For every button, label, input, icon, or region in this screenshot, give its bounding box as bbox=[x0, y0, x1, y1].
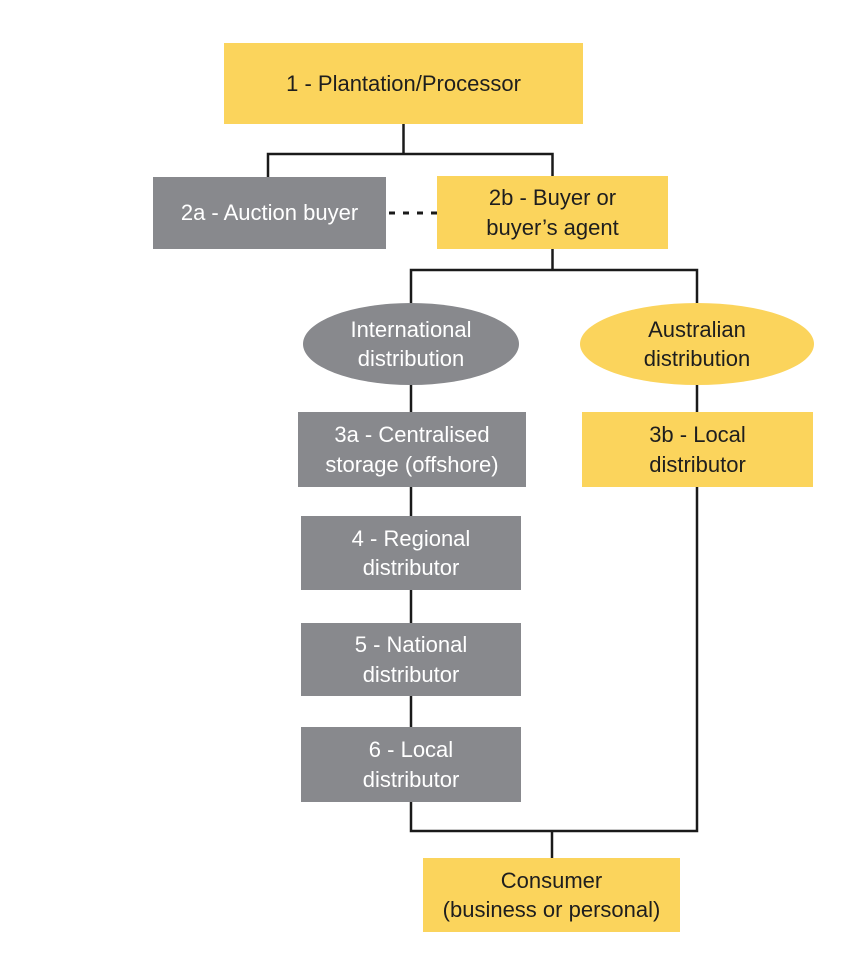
node-regional-distributor: 4 - Regional distributor bbox=[301, 516, 521, 590]
connector-plantation-split bbox=[266, 152, 554, 177]
node-national-distributor: 5 - National distributor bbox=[301, 623, 521, 696]
node-consumer: Consumer (business or personal) bbox=[423, 858, 680, 932]
connector-merge bbox=[409, 487, 699, 833]
node-local-distributor-international: 6 - Local distributor bbox=[301, 727, 521, 802]
connector-distribution-split bbox=[409, 268, 699, 303]
node-plantation-processor: 1 - Plantation/Processor bbox=[224, 43, 583, 124]
node-local-distributor-australian: 3b - Local distributor bbox=[582, 412, 813, 487]
node-buyer-agent: 2b - Buyer or buyer’s agent bbox=[437, 176, 668, 249]
ellipse-australian-distribution: Australian distribution bbox=[580, 303, 814, 385]
node-auction-buyer: 2a - Auction buyer bbox=[153, 177, 386, 249]
node-centralised-storage: 3a - Centralised storage (offshore) bbox=[298, 412, 526, 487]
ellipse-international-distribution: International distribution bbox=[303, 303, 519, 385]
